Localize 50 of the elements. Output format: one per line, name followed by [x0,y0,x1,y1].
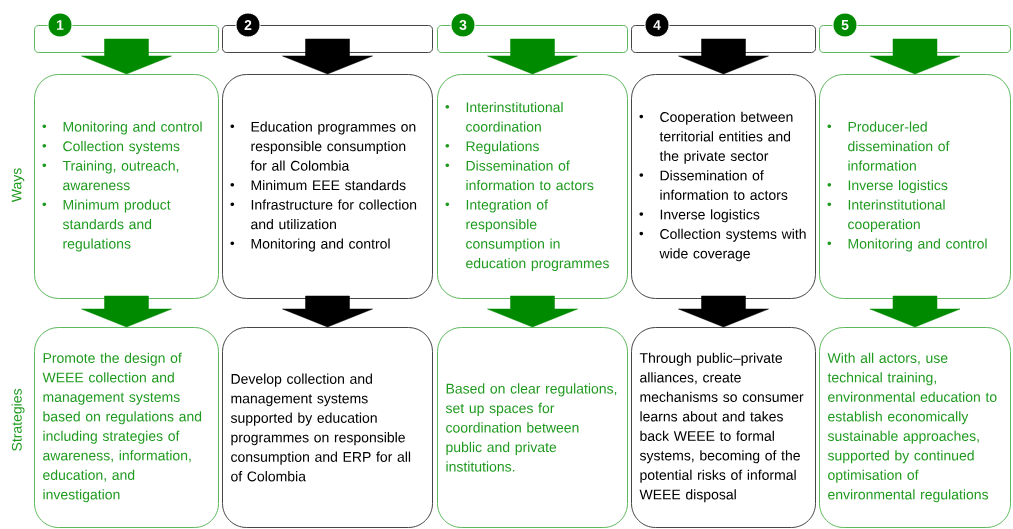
number-badge: 1 [47,12,73,38]
number-badge: 4 [644,12,670,38]
list-item: Collection systems [42,140,180,154]
ways-box [819,74,1011,299]
list-item: Interinstitutional cooperation [827,199,945,232]
list-item: Inverse logistics [827,179,948,193]
list-item: Cooperation between territorial entities and the private sector [639,111,793,164]
list-item: Regulations [445,140,539,154]
list-item: Interinstitutional coordination [445,101,563,132]
list-item: Collection systems with wide coverage [639,228,806,262]
block-arrow [81,38,172,75]
block-arrow [81,295,172,328]
list-item: Dissemination of information to actors [639,170,788,200]
block-arrow [678,295,769,328]
strategy-text: With all actors, use technical training, environmental education to establish economically sustainable approaches, supported by continued optimisation of environmental regulations [827,352,997,503]
list-item: Monitoring and control [230,238,390,252]
block-arrow [869,38,961,75]
list-item: Infrastructure for collection and utilization [230,199,417,230]
strategy-box [34,327,219,528]
block-arrow [678,38,769,75]
list-item: Minimum product standards and regulations [42,199,171,252]
block-arrow [869,295,961,328]
block-arrow [487,295,578,328]
block-arrow [282,38,373,75]
list-item: Producer-led dissemination of information [827,121,950,171]
strategy-box [631,327,816,528]
list-item: Inverse logistics [639,209,760,223]
ways-box [34,74,219,299]
list-item: Minimum EEE standards [230,179,406,191]
strategy-box [819,327,1011,528]
ways-box [631,74,816,299]
strategy-text: Based on clear regulations, set up spaces for coordination between public and private institutions. [445,383,617,472]
list-item: Dissemination of information to actors [445,160,594,191]
block-arrow [487,38,578,75]
list-item: Monitoring and control [42,121,202,135]
strategy-text: Through public–private alliances, create mechanisms so consumer learns about and takes back WEEE to formal systems, becoming of the potential risks of informal WEEE disposal [639,352,804,503]
block-arrow [282,295,373,328]
strategy-box [437,327,628,528]
ways-box [222,74,433,299]
list-item: Education programmes on responsible consumption for all Colombia [230,121,416,171]
strategy-text: Promote the design of WEEE collection and management systems based on regulations and including strategies of awareness, information, education, and investigation [42,352,202,503]
ways-box [437,74,628,299]
strategy-text: Develop collection and management systems supported by education programmes on responsible consumption and ERP for all of Colombia [230,373,411,482]
list-item: Integration of responsible consumption in education programmes [445,199,609,271]
number-badge: 3 [450,12,476,38]
list-item: Training, outreach, awareness [42,160,179,191]
strategy-box [222,327,433,528]
number-badge: 5 [832,12,858,38]
number-badge: 2 [235,12,261,38]
list-item: Monitoring and control [827,238,987,252]
